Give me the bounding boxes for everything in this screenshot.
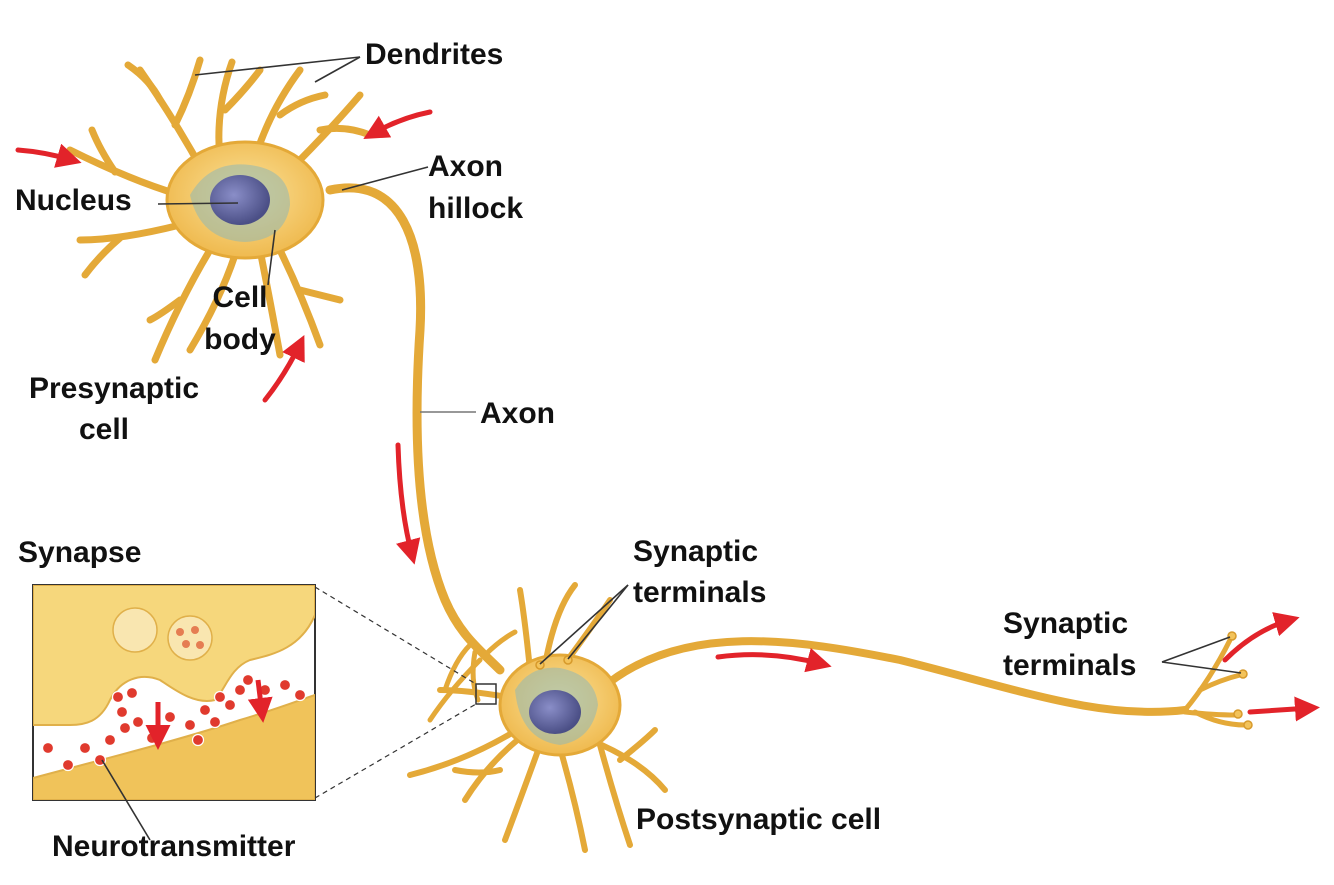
label-axon-hillock-line2: hillock (428, 192, 524, 225)
label-presynaptic-line2: cell (78, 413, 130, 446)
label-synaptic-terminals-mid-line2: terminals (633, 576, 767, 609)
synapse-inset (32, 584, 316, 801)
signal-arrow (15, 143, 82, 168)
label-axon-hillock-line1: Axon (428, 150, 503, 183)
synapse-zoom-box (475, 683, 497, 705)
neurotransmitter-vesicles (41, 673, 307, 772)
label-synaptic-terminals-end-line2: terminals (1003, 649, 1137, 682)
postsynaptic-nucleus (529, 690, 581, 734)
signal-arrow (715, 648, 832, 673)
label-dendrites: Dendrites (365, 38, 504, 71)
label-cell-body-line2: body (204, 323, 276, 356)
leader-lines (101, 56, 1242, 841)
signal-arrow (395, 442, 421, 565)
label-axon: Axon (480, 397, 555, 430)
signal-arrow (363, 109, 433, 139)
signal-arrow (1247, 696, 1320, 722)
label-nucleus: Nucleus (15, 184, 132, 217)
label-presynaptic-line1: Presynaptic (28, 372, 200, 405)
label-neurotransmitter: Neurotransmitter (52, 830, 296, 863)
signal-arrow (1222, 612, 1300, 663)
signal-arrows (15, 109, 1320, 722)
label-postsynaptic-cell: Postsynaptic cell (636, 803, 882, 836)
label-synaptic-terminals-end-line1: Synaptic (1003, 607, 1129, 640)
postsynaptic-axon (596, 637, 1189, 716)
signal-arrow (262, 334, 305, 403)
presynaptic-nucleus (210, 175, 270, 225)
label-synapse: Synapse (18, 536, 142, 569)
label-cell-body-line1: Cell (212, 281, 268, 314)
presynaptic-axon (325, 183, 505, 675)
label-synaptic-terminals-mid-line1: Synaptic (633, 535, 759, 568)
